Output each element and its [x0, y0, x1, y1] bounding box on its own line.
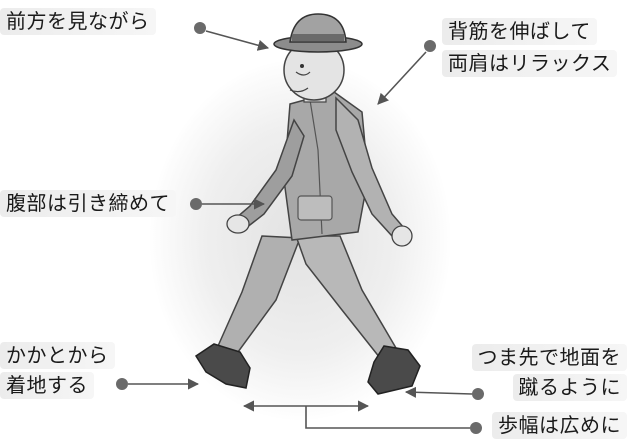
label-back-line2: 両肩はリラックス: [442, 50, 618, 77]
callout-toe-push: [404, 386, 484, 400]
callout-abdomen: [190, 198, 266, 210]
hat-icon: [273, 13, 363, 53]
back-arm: [226, 118, 305, 234]
callout-back-straight: [377, 40, 436, 105]
label-toe-line1: つま先で地面を: [471, 344, 627, 371]
back-leg: [194, 235, 302, 389]
label-toe-line2: 蹴るように: [512, 374, 627, 401]
label-look-ahead: 前方を見ながら: [0, 8, 156, 35]
front-shoe-icon: [367, 345, 421, 395]
label-back-line1: 背筋を伸ばして: [442, 18, 597, 45]
label-stride: 歩幅は広めに: [492, 412, 627, 439]
front-arm: [335, 96, 413, 247]
label-abdomen: 腹部は引き締めて: [0, 190, 176, 217]
head: [283, 39, 345, 103]
label-heel-line1: かかとから: [0, 342, 115, 369]
label-heel-line2: 着地する: [0, 372, 94, 399]
back-shoe-icon: [194, 343, 251, 389]
callout-heel-landing: [116, 378, 200, 390]
front-leg: [294, 235, 421, 395]
back-hand: [226, 214, 250, 234]
stride-arrow: [242, 400, 482, 434]
jacket-pocket: [297, 195, 333, 221]
front-hand: [391, 225, 413, 247]
callout-look-ahead: [194, 22, 270, 51]
